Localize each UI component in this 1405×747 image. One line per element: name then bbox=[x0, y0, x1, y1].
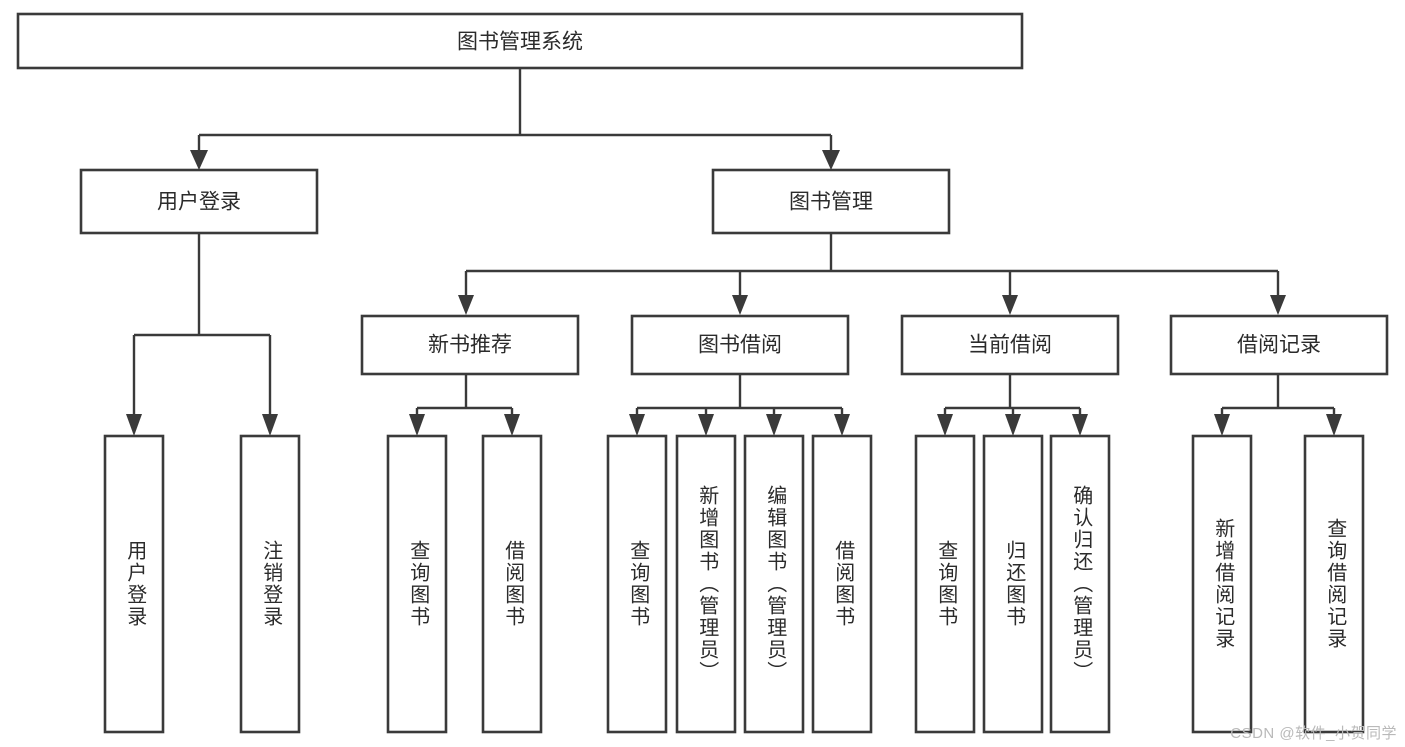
node-leaf-confirm-return[interactable]: 确认归还（管理员） bbox=[1049, 434, 1111, 734]
arrow-leaf-return-book bbox=[1005, 414, 1021, 436]
arrow-leaf-add-book bbox=[698, 414, 714, 436]
node-leaf-query-book-3[interactable]: 查询图书 bbox=[914, 434, 976, 734]
node-root-box[interactable] bbox=[16, 12, 1024, 70]
node-leaf-borrow-book-2-label: 借阅图书 bbox=[832, 540, 855, 628]
connectors-root-to-level2 bbox=[190, 68, 840, 170]
arrow-to-user-login bbox=[190, 150, 208, 170]
node-leaf-edit-book-box[interactable] bbox=[743, 434, 805, 734]
node-leaf-borrow-book-2-box[interactable] bbox=[811, 434, 873, 734]
node-leaf-query-record[interactable]: 查询借阅记录 bbox=[1303, 434, 1365, 734]
node-leaf-borrow-book-2[interactable]: 借阅图书 bbox=[811, 434, 873, 734]
node-leaf-logout-box[interactable] bbox=[239, 434, 301, 734]
node-new-book-recommend-label: 新书推荐 bbox=[428, 334, 512, 357]
node-leaf-query-book-2[interactable]: 查询图书 bbox=[606, 434, 668, 734]
connectors-current-borrow-to-leaves bbox=[937, 374, 1088, 436]
node-user-login-label: 用户登录 bbox=[157, 191, 241, 214]
node-book-manage[interactable]: 图书管理 bbox=[711, 168, 951, 235]
node-leaf-add-book-label: 新增图书（管理员） bbox=[696, 485, 719, 683]
node-book-borrow-label: 图书借阅 bbox=[698, 334, 782, 357]
node-book-manage-box[interactable] bbox=[711, 168, 951, 235]
node-leaf-logout-label: 注销登录 bbox=[260, 540, 283, 628]
node-leaf-return-book-box[interactable] bbox=[982, 434, 1044, 734]
node-leaf-borrow-book-1-box[interactable] bbox=[481, 434, 543, 734]
node-current-borrow-label: 当前借阅 bbox=[968, 334, 1052, 357]
node-leaf-query-record-box[interactable] bbox=[1303, 434, 1365, 734]
node-leaf-query-record-label: 查询借阅记录 bbox=[1324, 518, 1347, 650]
node-leaf-query-book-3-box[interactable] bbox=[914, 434, 976, 734]
arrow-leaf-query-record bbox=[1326, 414, 1342, 436]
connectors-user-login-to-leaves bbox=[126, 233, 278, 436]
node-borrow-record-label: 借阅记录 bbox=[1237, 334, 1321, 357]
node-leaf-query-book-3-label: 查询图书 bbox=[935, 540, 958, 628]
arrow-leaf-query-book-2 bbox=[629, 414, 645, 436]
node-leaf-query-book-2-box[interactable] bbox=[606, 434, 668, 734]
node-leaf-borrow-book-1[interactable]: 借阅图书 bbox=[481, 434, 543, 734]
node-book-borrow-box[interactable] bbox=[630, 314, 850, 376]
arrow-to-book-manage bbox=[822, 150, 840, 170]
node-user-login-box[interactable] bbox=[79, 168, 319, 235]
connectors-new-book-to-leaves bbox=[409, 374, 520, 436]
node-user-login[interactable]: 用户登录 bbox=[79, 168, 319, 235]
arrow-leaf-confirm-return bbox=[1072, 414, 1088, 436]
node-leaf-edit-book-label: 编辑图书（管理员） bbox=[764, 485, 787, 683]
arrow-to-book-borrow bbox=[732, 295, 748, 315]
node-leaf-user-login-label: 用户登录 bbox=[124, 540, 147, 628]
connectors-book-manage-to-level3 bbox=[458, 233, 1286, 315]
node-borrow-record[interactable]: 借阅记录 bbox=[1169, 314, 1389, 376]
node-leaf-query-book-1[interactable]: 查询图书 bbox=[386, 434, 448, 734]
node-leaf-confirm-return-box[interactable] bbox=[1049, 434, 1111, 734]
node-current-borrow[interactable]: 当前借阅 bbox=[900, 314, 1120, 376]
node-leaf-logout[interactable]: 注销登录 bbox=[239, 434, 301, 734]
node-leaf-query-book-2-label: 查询图书 bbox=[627, 540, 650, 628]
arrow-to-borrow-record bbox=[1270, 295, 1286, 315]
node-leaf-add-record-box[interactable] bbox=[1191, 434, 1253, 734]
node-leaf-borrow-book-1-label: 借阅图书 bbox=[502, 540, 525, 628]
node-borrow-record-box[interactable] bbox=[1169, 314, 1389, 376]
node-root[interactable]: 图书管理系统 bbox=[16, 12, 1024, 70]
arrow-leaf-query-book-1 bbox=[409, 414, 425, 436]
node-leaf-confirm-return-label: 确认归还（管理员） bbox=[1070, 485, 1093, 683]
node-leaf-add-book[interactable]: 新增图书（管理员） bbox=[675, 434, 737, 734]
node-leaf-return-book[interactable]: 归还图书 bbox=[982, 434, 1044, 734]
node-new-book-recommend[interactable]: 新书推荐 bbox=[360, 314, 580, 376]
node-leaf-user-login[interactable]: 用户登录 bbox=[103, 434, 165, 734]
node-leaf-add-book-box[interactable] bbox=[675, 434, 737, 734]
arrow-leaf-borrow-book-2 bbox=[834, 414, 850, 436]
node-leaf-edit-book[interactable]: 编辑图书（管理员） bbox=[743, 434, 805, 734]
connectors-borrow-record-to-leaves bbox=[1214, 374, 1342, 436]
node-leaf-add-record[interactable]: 新增借阅记录 bbox=[1191, 434, 1253, 734]
node-leaf-return-book-label: 归还图书 bbox=[1003, 540, 1026, 628]
node-leaf-add-record-label: 新增借阅记录 bbox=[1212, 518, 1235, 650]
arrow-leaf-logout bbox=[262, 414, 278, 436]
arrow-leaf-edit-book bbox=[766, 414, 782, 436]
arrow-leaf-user-login bbox=[126, 414, 142, 436]
node-leaf-query-book-1-label: 查询图书 bbox=[407, 540, 430, 628]
arrow-leaf-add-record bbox=[1214, 414, 1230, 436]
connectors-book-borrow-to-leaves bbox=[629, 374, 850, 436]
node-book-borrow[interactable]: 图书借阅 bbox=[630, 314, 850, 376]
arrow-leaf-borrow-book-1 bbox=[504, 414, 520, 436]
node-leaf-query-book-1-box[interactable] bbox=[386, 434, 448, 734]
node-root-label: 图书管理系统 bbox=[457, 31, 583, 54]
arrow-to-new-book bbox=[458, 295, 474, 315]
node-current-borrow-box[interactable] bbox=[900, 314, 1120, 376]
node-new-book-recommend-box[interactable] bbox=[360, 314, 580, 376]
node-book-manage-label: 图书管理 bbox=[789, 191, 873, 214]
arrow-leaf-query-book-3 bbox=[937, 414, 953, 436]
arrow-to-current-borrow bbox=[1002, 295, 1018, 315]
node-leaf-user-login-box[interactable] bbox=[103, 434, 165, 734]
